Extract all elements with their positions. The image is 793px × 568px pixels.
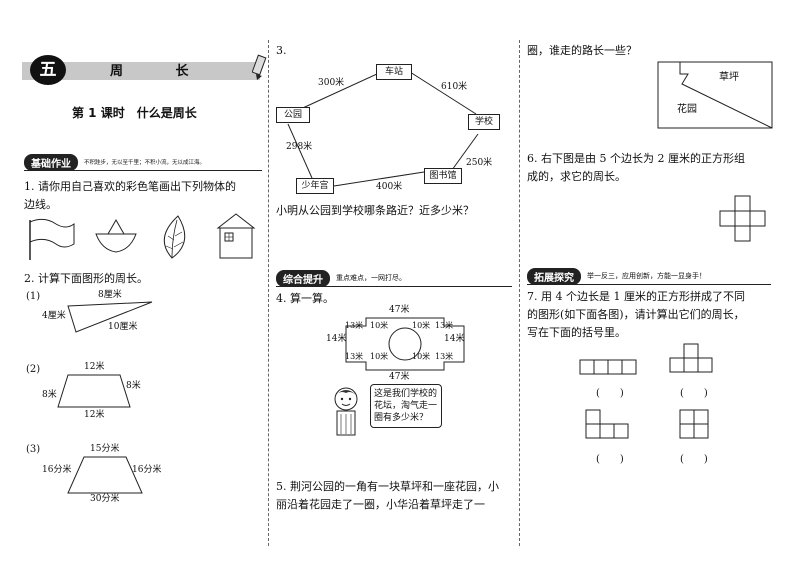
q3-dist-library-school: 250米 [466, 158, 493, 168]
q4-title: 4. 算一算。 [276, 292, 334, 305]
q7-shape-row [579, 359, 637, 375]
q4-label-bottom: 47米 [389, 372, 410, 382]
q6-line2: 成的，求它的周长。 [527, 170, 626, 183]
ice-cream-cone-icon [95, 218, 137, 253]
q1-line1: 1. 请你用自己喜欢的彩色笔画出下列物体的 [24, 180, 236, 193]
q1-objects [29, 213, 256, 260]
q2-fig2-left: 8米 [42, 390, 57, 400]
q4-speech-bubble [370, 384, 442, 428]
q7-line3: 写在下面的括号里。 [527, 326, 626, 339]
q4-label-br-b: 13米 [435, 352, 454, 361]
q2-fig2-label: (2) [26, 364, 41, 375]
section-extension-underline [527, 284, 771, 285]
q7-shape-t [669, 343, 713, 373]
q3-dist-park-youth: 298米 [286, 142, 313, 152]
q4-label-tr-b: 13米 [435, 321, 454, 330]
q4-label-left: 14米 [326, 334, 347, 344]
section-basic-subtitle: 不积跬步，无以至千里；不积小流，无以成江海。 [84, 160, 206, 166]
q5-line1: 5. 荆河公园的一角有一块草坪和一座花园，小 [276, 480, 499, 493]
q7-answer-blank-3[interactable]: ( ) [596, 454, 624, 465]
leaf-icon [163, 215, 186, 259]
q7-shape-l [585, 409, 629, 439]
section-extension-tag: 拓展探究 [527, 267, 581, 285]
q2-fig3-trapezoid [67, 456, 143, 494]
q7-answer-blank-2[interactable]: ( ) [680, 388, 708, 399]
q4-label-tl-a: 13米 [345, 321, 364, 330]
q2-fig1-label: (1) [26, 291, 41, 302]
q6-line1: 6. 右下图是由 5 个边长为 2 厘米的正方形组 [527, 152, 745, 165]
pencil-icon [252, 54, 267, 80]
section-basic-underline [24, 170, 262, 171]
q4-label-bl-b: 10米 [370, 352, 389, 361]
section-comprehensive: 综合提升 重点难点，一网打尽。 [276, 269, 406, 287]
q5-line3: 圈，谁走的路长一些？ [527, 44, 637, 57]
q7-line1: 7. 用 4 个边长是 1 厘米的正方形拼成了不同 [527, 290, 745, 303]
section-extension: 拓展探究 举一反三，应用创新，方能一显身手！ [527, 267, 706, 285]
q4-label-top: 47米 [389, 305, 410, 315]
q2-fig3-top: 15分米 [90, 444, 120, 454]
unit-number: 五 [30, 55, 66, 85]
q3-place-youth: 少年宫 [296, 178, 334, 194]
q2-title: 2. 计算下面图形的周长。 [24, 272, 148, 285]
q4-label-br-a: 10米 [412, 352, 431, 361]
flag-icon [29, 218, 75, 260]
student-avatar [334, 387, 358, 436]
lesson-title: 第 1 课时 什么是周长 [72, 106, 197, 120]
unit-title: 周 长 [110, 64, 213, 79]
q4-label-right: 14米 [444, 334, 465, 344]
q5-garden-grass-figure [657, 61, 773, 129]
q3-number: 3. [276, 44, 287, 57]
q7-answer-blank-4[interactable]: ( ) [680, 454, 708, 465]
q2-fig3-label: (3) [26, 444, 41, 455]
q3-dist-youth-library: 400米 [376, 182, 403, 192]
q4-label-tr-a: 10米 [412, 321, 431, 330]
unit-banner [22, 62, 260, 80]
q2-fig1-top: 8厘米 [98, 290, 122, 300]
q2-fig2-top: 12米 [84, 362, 105, 372]
q2-fig1-right: 10厘米 [108, 322, 138, 332]
q4-flowerbed-figure [345, 317, 465, 371]
q5-line2: 丽沿着花园走了一圈，小华沿着草坪走了一 [276, 498, 485, 511]
q4-label-tl-b: 10米 [370, 321, 389, 330]
section-comprehensive-subtitle: 重点难点，一网打尽。 [336, 274, 406, 282]
q2-fig3-bottom: 30分米 [90, 494, 120, 504]
q4-label-bl-a: 13米 [345, 352, 364, 361]
q6-cross-figure [719, 195, 766, 242]
q5-grass-label: 草坪 [719, 72, 739, 83]
section-comprehensive-tag: 综合提升 [276, 269, 330, 287]
section-basic: 基础作业 不积跬步，无以至千里；不积小流，无以成江海。 [24, 153, 206, 171]
house-icon [216, 213, 256, 259]
q7-line2: 的图形(如下面各图)，请计算出它们的周长， [527, 308, 745, 321]
q3-place-park: 公园 [276, 107, 310, 123]
q3-route-lines [287, 67, 479, 187]
q3-dist-station-school: 610米 [441, 82, 468, 92]
q2-fig1-triangle [67, 301, 153, 333]
q2-fig3-left: 16分米 [42, 465, 72, 475]
q1-line2: 边线。 [24, 198, 57, 211]
q2-fig2-parallelogram [57, 374, 131, 408]
q2-fig3-right: 16分米 [132, 465, 162, 475]
q4-speech-text: 这是我们学校的花坛，淘气走一圈有多少米？ [374, 389, 438, 423]
q3-place-school: 学校 [468, 114, 500, 130]
q2-fig1-left: 4厘米 [42, 311, 66, 321]
q2-fig2-right: 8米 [126, 381, 141, 391]
q3-question: 小明从公园到学校哪条路近？近多少米？ [276, 204, 474, 217]
section-extension-subtitle: 举一反三，应用创新，方能一显身手！ [587, 272, 706, 280]
column-divider-left [268, 40, 269, 546]
q5-garden-label: 花园 [677, 104, 697, 115]
section-basic-tag: 基础作业 [24, 153, 78, 171]
column-divider-right [519, 40, 520, 546]
q7-shape-square [679, 409, 709, 439]
q2-fig2-bottom: 12米 [84, 410, 105, 420]
section-comprehensive-underline [276, 286, 512, 287]
q3-place-station: 车站 [376, 64, 412, 80]
q3-place-library: 图书馆 [424, 168, 462, 184]
q7-answer-blank-1[interactable]: ( ) [596, 388, 624, 399]
q3-dist-park-station: 300米 [318, 78, 345, 88]
